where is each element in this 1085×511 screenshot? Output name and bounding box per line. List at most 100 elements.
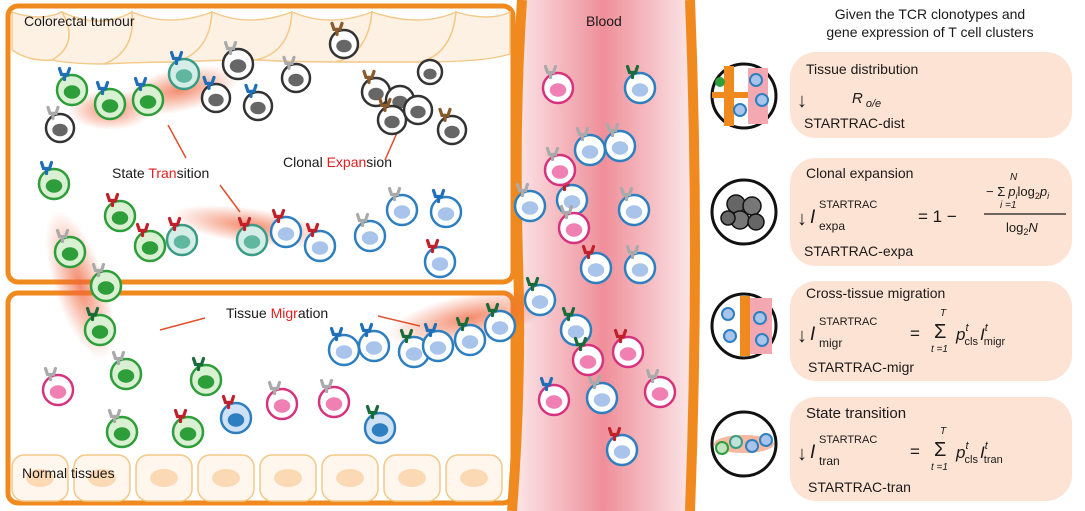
tcr-receptor-icon — [202, 75, 216, 90]
tcr-receptor-icon — [46, 105, 60, 120]
tcr-receptor-icon — [399, 328, 414, 344]
i-expa-formula: I — [810, 207, 816, 228]
t-cell — [429, 188, 463, 229]
migr-sum-lower: t =1 — [931, 344, 948, 355]
t-cell — [453, 316, 487, 357]
tcr-receptor-icon — [43, 366, 58, 382]
t-cell — [585, 374, 619, 415]
tcr-receptor-icon — [543, 64, 558, 80]
tcr-receptor-icon — [539, 376, 554, 392]
tcr-receptor-icon — [305, 222, 320, 238]
i-migr-sup: STARTRAC — [819, 316, 877, 328]
tcr-receptor-icon — [362, 69, 376, 84]
t-cell — [543, 146, 577, 187]
tcr-receptor-icon — [619, 186, 634, 202]
tcr-receptor-icon — [55, 228, 70, 244]
tcr-receptor-icon — [237, 216, 252, 232]
tcr-receptor-icon — [105, 192, 120, 208]
t-cell — [189, 356, 223, 397]
tcr-receptor-icon — [330, 21, 344, 36]
t-cell — [376, 97, 408, 136]
t-cell — [416, 58, 444, 86]
t-cell — [483, 302, 517, 343]
t-cells — [37, 21, 677, 467]
tcr-receptor-icon — [167, 216, 182, 232]
tcr-receptor-icon — [587, 374, 602, 390]
tcr-receptor-icon — [438, 107, 452, 122]
i-migr-sub: migr — [819, 336, 842, 350]
t-cell — [423, 238, 457, 279]
tcr-receptor-icon — [581, 244, 596, 260]
i-tran-sup: STARTRAC — [819, 434, 877, 446]
t-cell — [402, 94, 434, 126]
blood-region-label: Blood — [586, 13, 622, 29]
t-cell — [200, 75, 232, 114]
tcr-receptor-icon — [575, 126, 590, 142]
tcr-receptor-icon — [365, 404, 380, 420]
panel-method: STARTRAC-dist — [804, 115, 905, 131]
tcr-receptor-icon — [525, 276, 540, 292]
t-cell — [559, 306, 593, 347]
t-cell — [235, 216, 269, 257]
down-arrow-icon: ↓ — [797, 325, 807, 347]
panel-state-transition: State transition ↓ I STARTRAC tran = T Σ… — [790, 397, 1072, 501]
tcr-receptor-icon — [423, 322, 438, 338]
panel-method: STARTRAC-expa — [804, 243, 913, 259]
tcr-receptor-icon — [57, 66, 72, 82]
t-cell — [280, 55, 312, 94]
tcr-receptor-icon — [107, 408, 122, 424]
t-cell — [265, 380, 299, 421]
tcr-receptor-icon — [515, 182, 530, 198]
t-cell — [360, 69, 392, 108]
tcr-receptor-icon — [605, 122, 620, 138]
t-cell — [623, 64, 657, 105]
state-transition-icon — [710, 410, 778, 478]
t-cell — [133, 222, 167, 263]
t-cell — [103, 192, 137, 233]
down-arrow-icon: ↓ — [797, 90, 807, 112]
tcr-receptor-icon — [173, 408, 188, 424]
t-cell — [44, 105, 76, 144]
tcr-receptor-icon — [561, 306, 576, 322]
expa-denominator: log2N — [1006, 220, 1038, 237]
tcr-receptor-icon — [223, 40, 238, 56]
tcr-receptor-icon — [573, 336, 588, 352]
tcr-receptor-icon — [319, 378, 334, 394]
tcr-receptor-icon — [625, 244, 640, 260]
t-cell — [83, 306, 117, 347]
tran-sum-upper: T — [940, 426, 947, 437]
normal-tissue-cells — [11, 454, 503, 502]
t-cell — [269, 208, 303, 249]
tcr-receptor-icon — [221, 394, 236, 410]
tissue-distribution-icon — [710, 62, 778, 130]
panel-title: Clonal expansion — [806, 165, 913, 181]
blood-vessel-wall-left — [507, 0, 527, 511]
expa-sum-lower: i =1 — [1000, 200, 1016, 211]
t-cell — [617, 186, 651, 227]
tcr-receptor-icon — [455, 316, 470, 332]
t-cell — [357, 322, 391, 363]
t-cell — [353, 212, 387, 253]
intro-line-2: gene expression of T cell clusters — [826, 24, 1033, 40]
t-cell — [55, 66, 89, 107]
panel-title: Tissue distribution — [806, 61, 918, 77]
down-arrow-icon: ↓ — [797, 443, 807, 465]
tcr-receptor-icon — [271, 208, 286, 224]
down-arrow-icon: ↓ — [797, 208, 807, 230]
t-cell — [421, 322, 455, 363]
tran-sum-lower: t =1 — [931, 462, 948, 473]
tcr-receptor-icon — [545, 146, 560, 162]
t-cell — [513, 182, 547, 223]
t-cell — [303, 222, 337, 263]
t-cell — [105, 408, 139, 449]
tcr-receptor-icon — [91, 262, 106, 278]
tcr-receptor-icon — [387, 186, 402, 202]
t-cell — [643, 368, 677, 409]
t-cell — [167, 50, 201, 91]
t-cell — [93, 80, 127, 121]
t-cell — [37, 160, 71, 201]
